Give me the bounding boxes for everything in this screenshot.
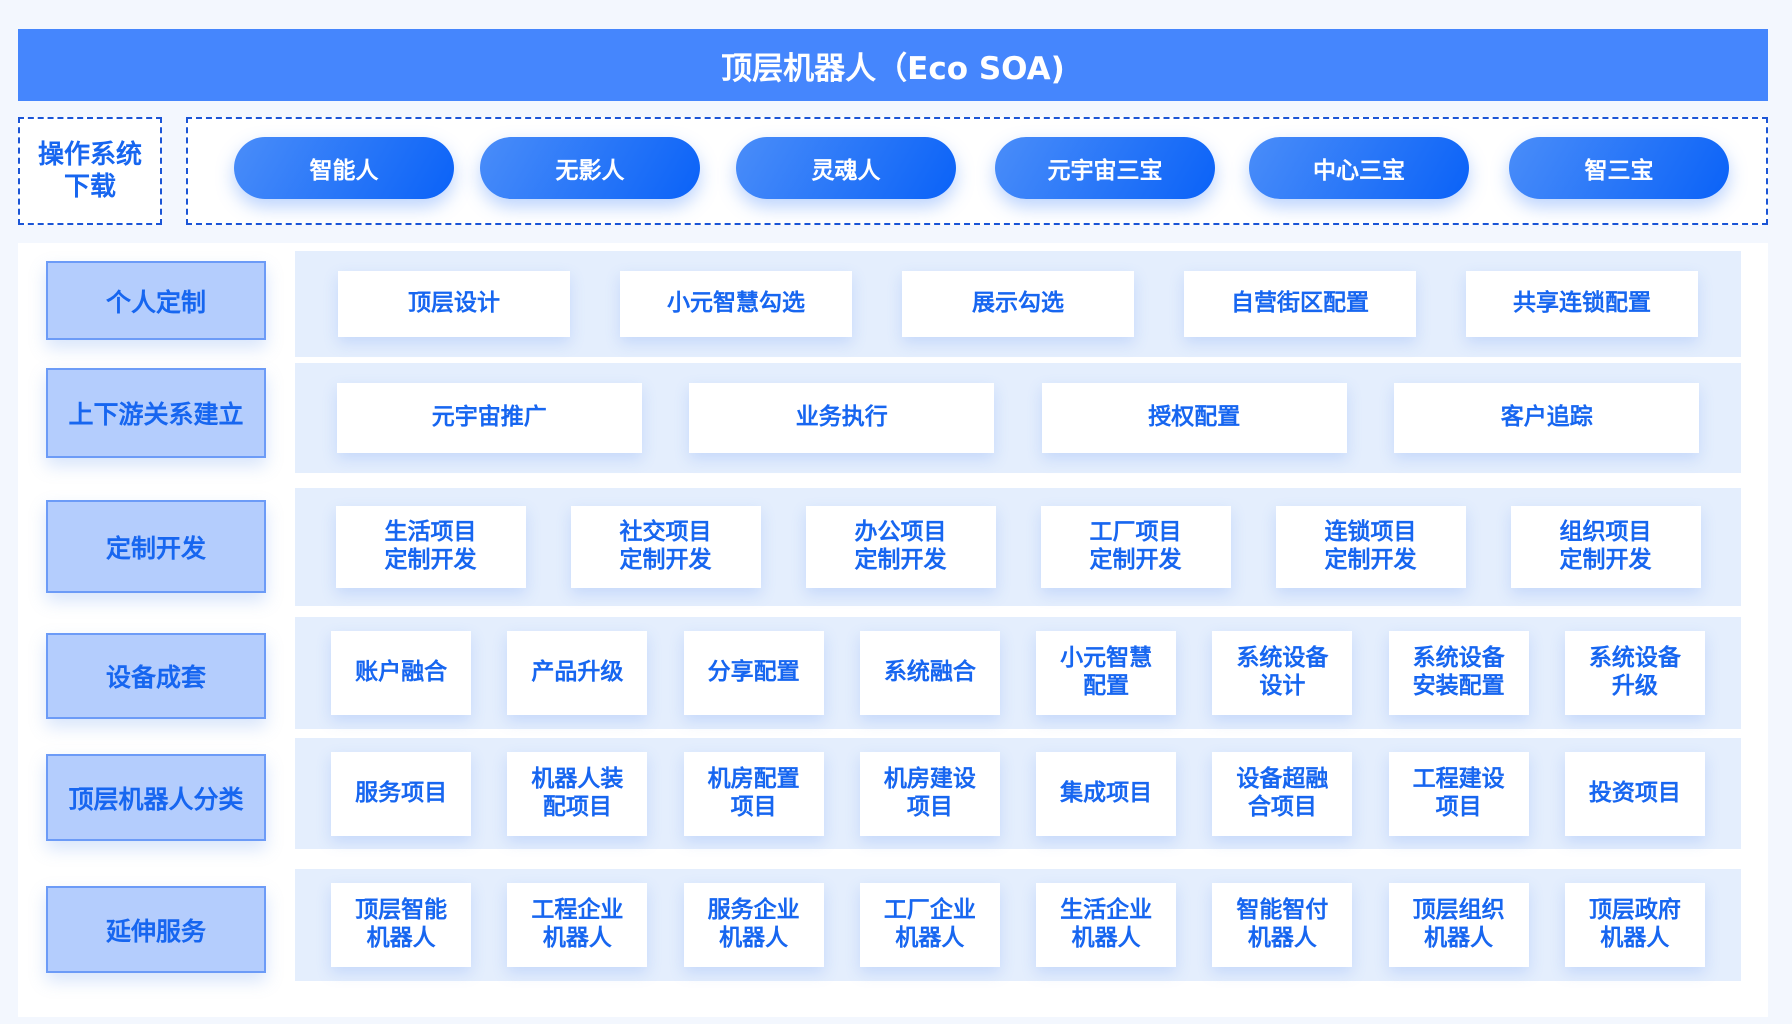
- row-item[interactable]: 顶层设计: [338, 271, 570, 337]
- pill-smart-three[interactable]: 智三宝: [1509, 137, 1729, 199]
- row-label: 个人定制: [46, 261, 266, 340]
- row-item[interactable]: 工程企业 机器人: [507, 883, 648, 967]
- main-panel: 个人定制顶层设计小元智慧勾选展示勾选自营街区配置共享连锁配置上下游关系建立元宇宙…: [18, 243, 1768, 1017]
- row-item[interactable]: 机器人装 配项目: [507, 751, 648, 836]
- row-content: 元宇宙推广业务执行授权配置客户追踪: [295, 363, 1741, 473]
- row-item[interactable]: 展示勾选: [902, 271, 1134, 337]
- pill-shadowless-person[interactable]: 无影人: [480, 137, 700, 199]
- row-item[interactable]: 系统设备 安装配置: [1388, 631, 1529, 715]
- page-title: 顶层机器人（Eco SOA): [18, 29, 1768, 101]
- os-download-button[interactable]: 操作系统 下载: [18, 117, 162, 225]
- row-item[interactable]: 办公项目 定制开发: [805, 506, 996, 588]
- row-item[interactable]: 设备超融 合项目: [1212, 751, 1353, 836]
- row-item[interactable]: 投资项目: [1564, 751, 1705, 836]
- row-label: 定制开发: [46, 500, 266, 593]
- row-item[interactable]: 系统设备 设计: [1212, 631, 1353, 715]
- row-item[interactable]: 自营街区配置: [1184, 271, 1416, 337]
- row-item[interactable]: 机房建设 项目: [859, 751, 1000, 836]
- row-content: 服务项目机器人装 配项目机房配置 项目机房建设 项目集成项目设备超融 合项目工程…: [295, 738, 1741, 849]
- row-item[interactable]: 生活项目 定制开发: [335, 506, 526, 588]
- row-item[interactable]: 小元智慧勾选: [620, 271, 852, 337]
- row-item[interactable]: 元宇宙推广: [336, 383, 642, 453]
- row-item[interactable]: 系统融合: [859, 631, 1000, 715]
- row-label: 延伸服务: [46, 886, 266, 973]
- row-item[interactable]: 服务企业 机器人: [683, 883, 824, 967]
- row-item[interactable]: 服务项目: [331, 751, 472, 836]
- row-label: 顶层机器人分类: [46, 754, 266, 841]
- row-item[interactable]: 顶层政府 机器人: [1564, 883, 1705, 967]
- row-item[interactable]: 分享配置: [683, 631, 824, 715]
- row-item[interactable]: 工厂企业 机器人: [859, 883, 1000, 967]
- row-item[interactable]: 授权配置: [1041, 383, 1347, 453]
- row-item[interactable]: 业务执行: [689, 383, 995, 453]
- row-content: 生活项目 定制开发社交项目 定制开发办公项目 定制开发工厂项目 定制开发连锁项目…: [295, 488, 1741, 606]
- row-item[interactable]: 社交项目 定制开发: [570, 506, 761, 588]
- row-item[interactable]: 产品升级: [507, 631, 648, 715]
- pill-center-three[interactable]: 中心三宝: [1249, 137, 1469, 199]
- row-content: 顶层设计小元智慧勾选展示勾选自营街区配置共享连锁配置: [295, 251, 1741, 357]
- row-item[interactable]: 小元智慧 配置: [1036, 631, 1177, 715]
- row-item[interactable]: 连锁项目 定制开发: [1275, 506, 1466, 588]
- row-item[interactable]: 机房配置 项目: [683, 751, 824, 836]
- row-content: 账户融合产品升级分享配置系统融合小元智慧 配置系统设备 设计系统设备 安装配置系…: [295, 617, 1741, 729]
- row-item[interactable]: 客户追踪: [1394, 383, 1700, 453]
- pill-group: 智能人 无影人 灵魂人 元宇宙三宝 中心三宝 智三宝: [186, 117, 1768, 225]
- row-item[interactable]: 组织项目 定制开发: [1510, 506, 1701, 588]
- pill-metaverse-three[interactable]: 元宇宙三宝: [995, 137, 1215, 199]
- row-label: 上下游关系建立: [46, 368, 266, 458]
- row-item[interactable]: 工厂项目 定制开发: [1040, 506, 1231, 588]
- pill-soul-person[interactable]: 灵魂人: [736, 137, 956, 199]
- pill-smart-person[interactable]: 智能人: [234, 137, 454, 199]
- row-item[interactable]: 顶层智能 机器人: [331, 883, 472, 967]
- row-item[interactable]: 顶层组织 机器人: [1388, 883, 1529, 967]
- row-item[interactable]: 智能智付 机器人: [1212, 883, 1353, 967]
- row-item[interactable]: 生活企业 机器人: [1036, 883, 1177, 967]
- row-label: 设备成套: [46, 633, 266, 719]
- row-item[interactable]: 共享连锁配置: [1466, 271, 1698, 337]
- row-content: 顶层智能 机器人工程企业 机器人服务企业 机器人工厂企业 机器人生活企业 机器人…: [295, 869, 1741, 981]
- row-item[interactable]: 集成项目: [1036, 751, 1177, 836]
- row-item[interactable]: 系统设备 升级: [1564, 631, 1705, 715]
- row-item[interactable]: 工程建设 项目: [1388, 751, 1529, 836]
- row-item[interactable]: 账户融合: [331, 631, 472, 715]
